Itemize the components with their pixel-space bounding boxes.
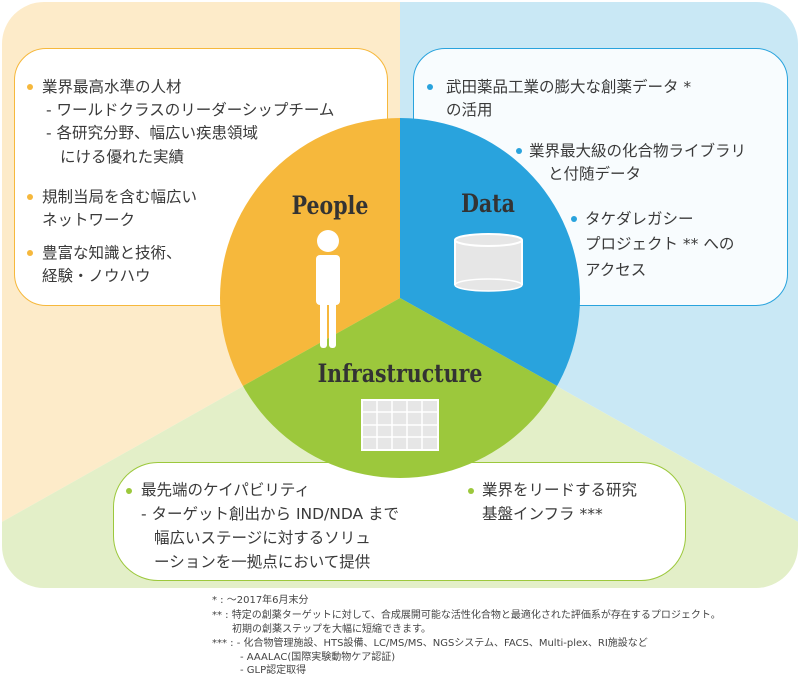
- infrastructure-title: Infrastructure: [317, 359, 483, 388]
- infra-line: 基盤インフラ ***: [482, 505, 603, 523]
- data-line: の活用: [446, 101, 493, 119]
- people-line: 規制当局を含む幅広い: [42, 188, 198, 206]
- people-line: ネットワーク: [42, 211, 136, 229]
- footnote: ** : 特定の創薬ターゲットに対して、合成展開可能な活性化合物と最適化された評…: [212, 610, 721, 621]
- infra-line: 最先端のケイパビリティ: [141, 481, 310, 499]
- people-line: 豊富な知識と技術、: [42, 244, 182, 262]
- infra-line: 業界をリードする研究: [482, 481, 638, 499]
- infrastructure-box: [113, 462, 686, 581]
- people-line: 経験・ノウハウ: [42, 267, 151, 285]
- bullet-icon: [27, 250, 33, 256]
- footnote: - GLP認定取得: [240, 665, 307, 676]
- data-line: と付随データ: [548, 165, 642, 183]
- data-line: タケダレガシー: [585, 210, 694, 228]
- data-line: アクセス: [585, 261, 647, 279]
- people-line: にける優れた実績: [60, 148, 185, 166]
- bullet-icon: [571, 216, 577, 222]
- bullet-icon: [27, 194, 33, 200]
- footnote: 初期の創薬ステップを大幅に短縮できます。: [232, 624, 431, 635]
- bullet-icon: [427, 84, 433, 90]
- data-line: プロジェクト ** への: [585, 235, 735, 253]
- bullet-icon: [516, 148, 522, 154]
- data-title: Data: [461, 189, 515, 218]
- bullet-icon: [468, 488, 474, 494]
- infra-line: - ターゲット創出から IND/NDA まで: [141, 505, 400, 523]
- people-line: - ワールドクラスのリーダーシップチーム: [46, 101, 335, 119]
- bullet-icon: [27, 84, 33, 90]
- footnote: * : ～2017年6月末分: [212, 595, 309, 606]
- infra-line: ーションを一拠点において提供: [154, 553, 371, 571]
- footnote: *** : - 化合物管理施設、HTS設備、LC/MS/MS、NGSシステム、F…: [212, 638, 648, 649]
- bullet-icon: [126, 488, 132, 494]
- data-line: 武田薬品工業の膨大な創薬データ *: [446, 78, 692, 96]
- people-line: 業界最高水準の人材: [42, 78, 182, 96]
- people-title: People: [291, 191, 369, 220]
- footnote: - AAALAC(国際実験動物ケア認証): [240, 652, 396, 663]
- infra-line: 幅広いステージに対するソリュ: [154, 529, 371, 547]
- data-line: 業界最大級の化合物ライブラリ: [529, 142, 747, 160]
- people-line: - 各研究分野、幅広い疾患領域: [46, 124, 259, 142]
